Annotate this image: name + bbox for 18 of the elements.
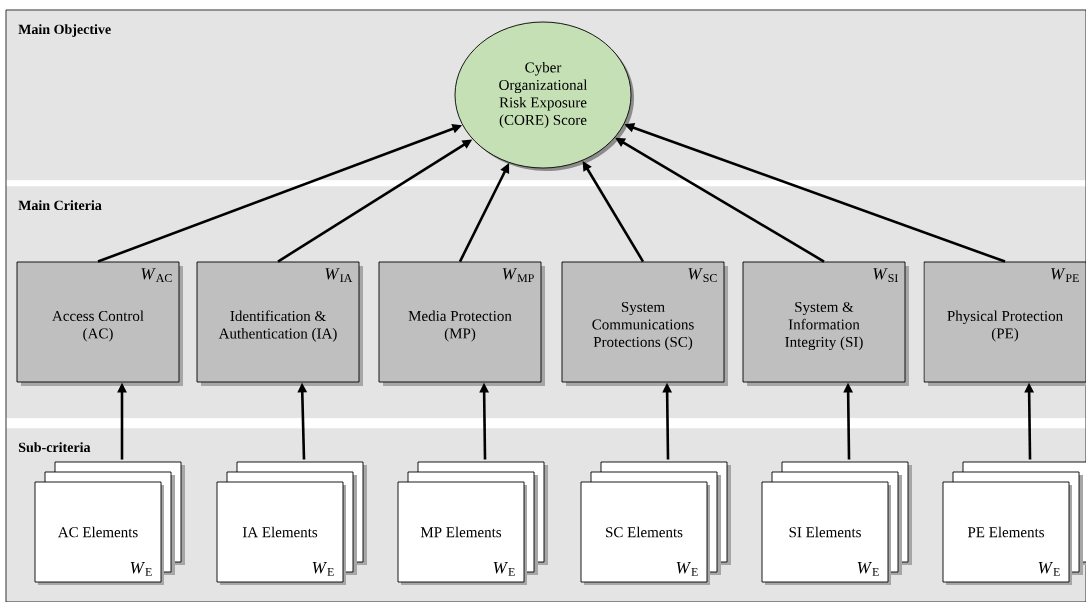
element-stack: PE Elements W$_{E}$ xyxy=(942,461,1086,585)
criterion-box: W$_{MP}$ Media Protection (MP) xyxy=(378,261,545,386)
criterion-box: W$_{SC}$ System Communications Protections (SC) xyxy=(561,261,728,386)
criterion-box: W$_{AC}$ Access Control (AC) xyxy=(16,261,183,386)
criterion-box: W$_{PE}$ Physical Protection (PE) xyxy=(923,261,1086,386)
element-stack: AC Elements W$_{E}$ xyxy=(34,461,185,585)
node-label: E xyxy=(327,568,334,576)
criterion-box: W$_{SI}$ System & Information Integrity (SI) xyxy=(742,261,909,386)
element-stack: SI Elements W$_{E}$ xyxy=(761,461,912,585)
node-label: E xyxy=(691,568,698,576)
node-label: E xyxy=(872,568,879,576)
criterion-box: W$_{IA}$ Identification & Authentication (IA) xyxy=(196,261,363,386)
element-stack: MP Elements W$_{E}$ xyxy=(397,461,548,585)
element-stack: SC Elements W$_{E}$ xyxy=(580,461,731,585)
node-label: E xyxy=(508,568,515,576)
node-label: E xyxy=(145,568,152,576)
node-label: E xyxy=(1053,568,1060,576)
element-stack: IA Elements W$_{E}$ xyxy=(216,461,367,585)
